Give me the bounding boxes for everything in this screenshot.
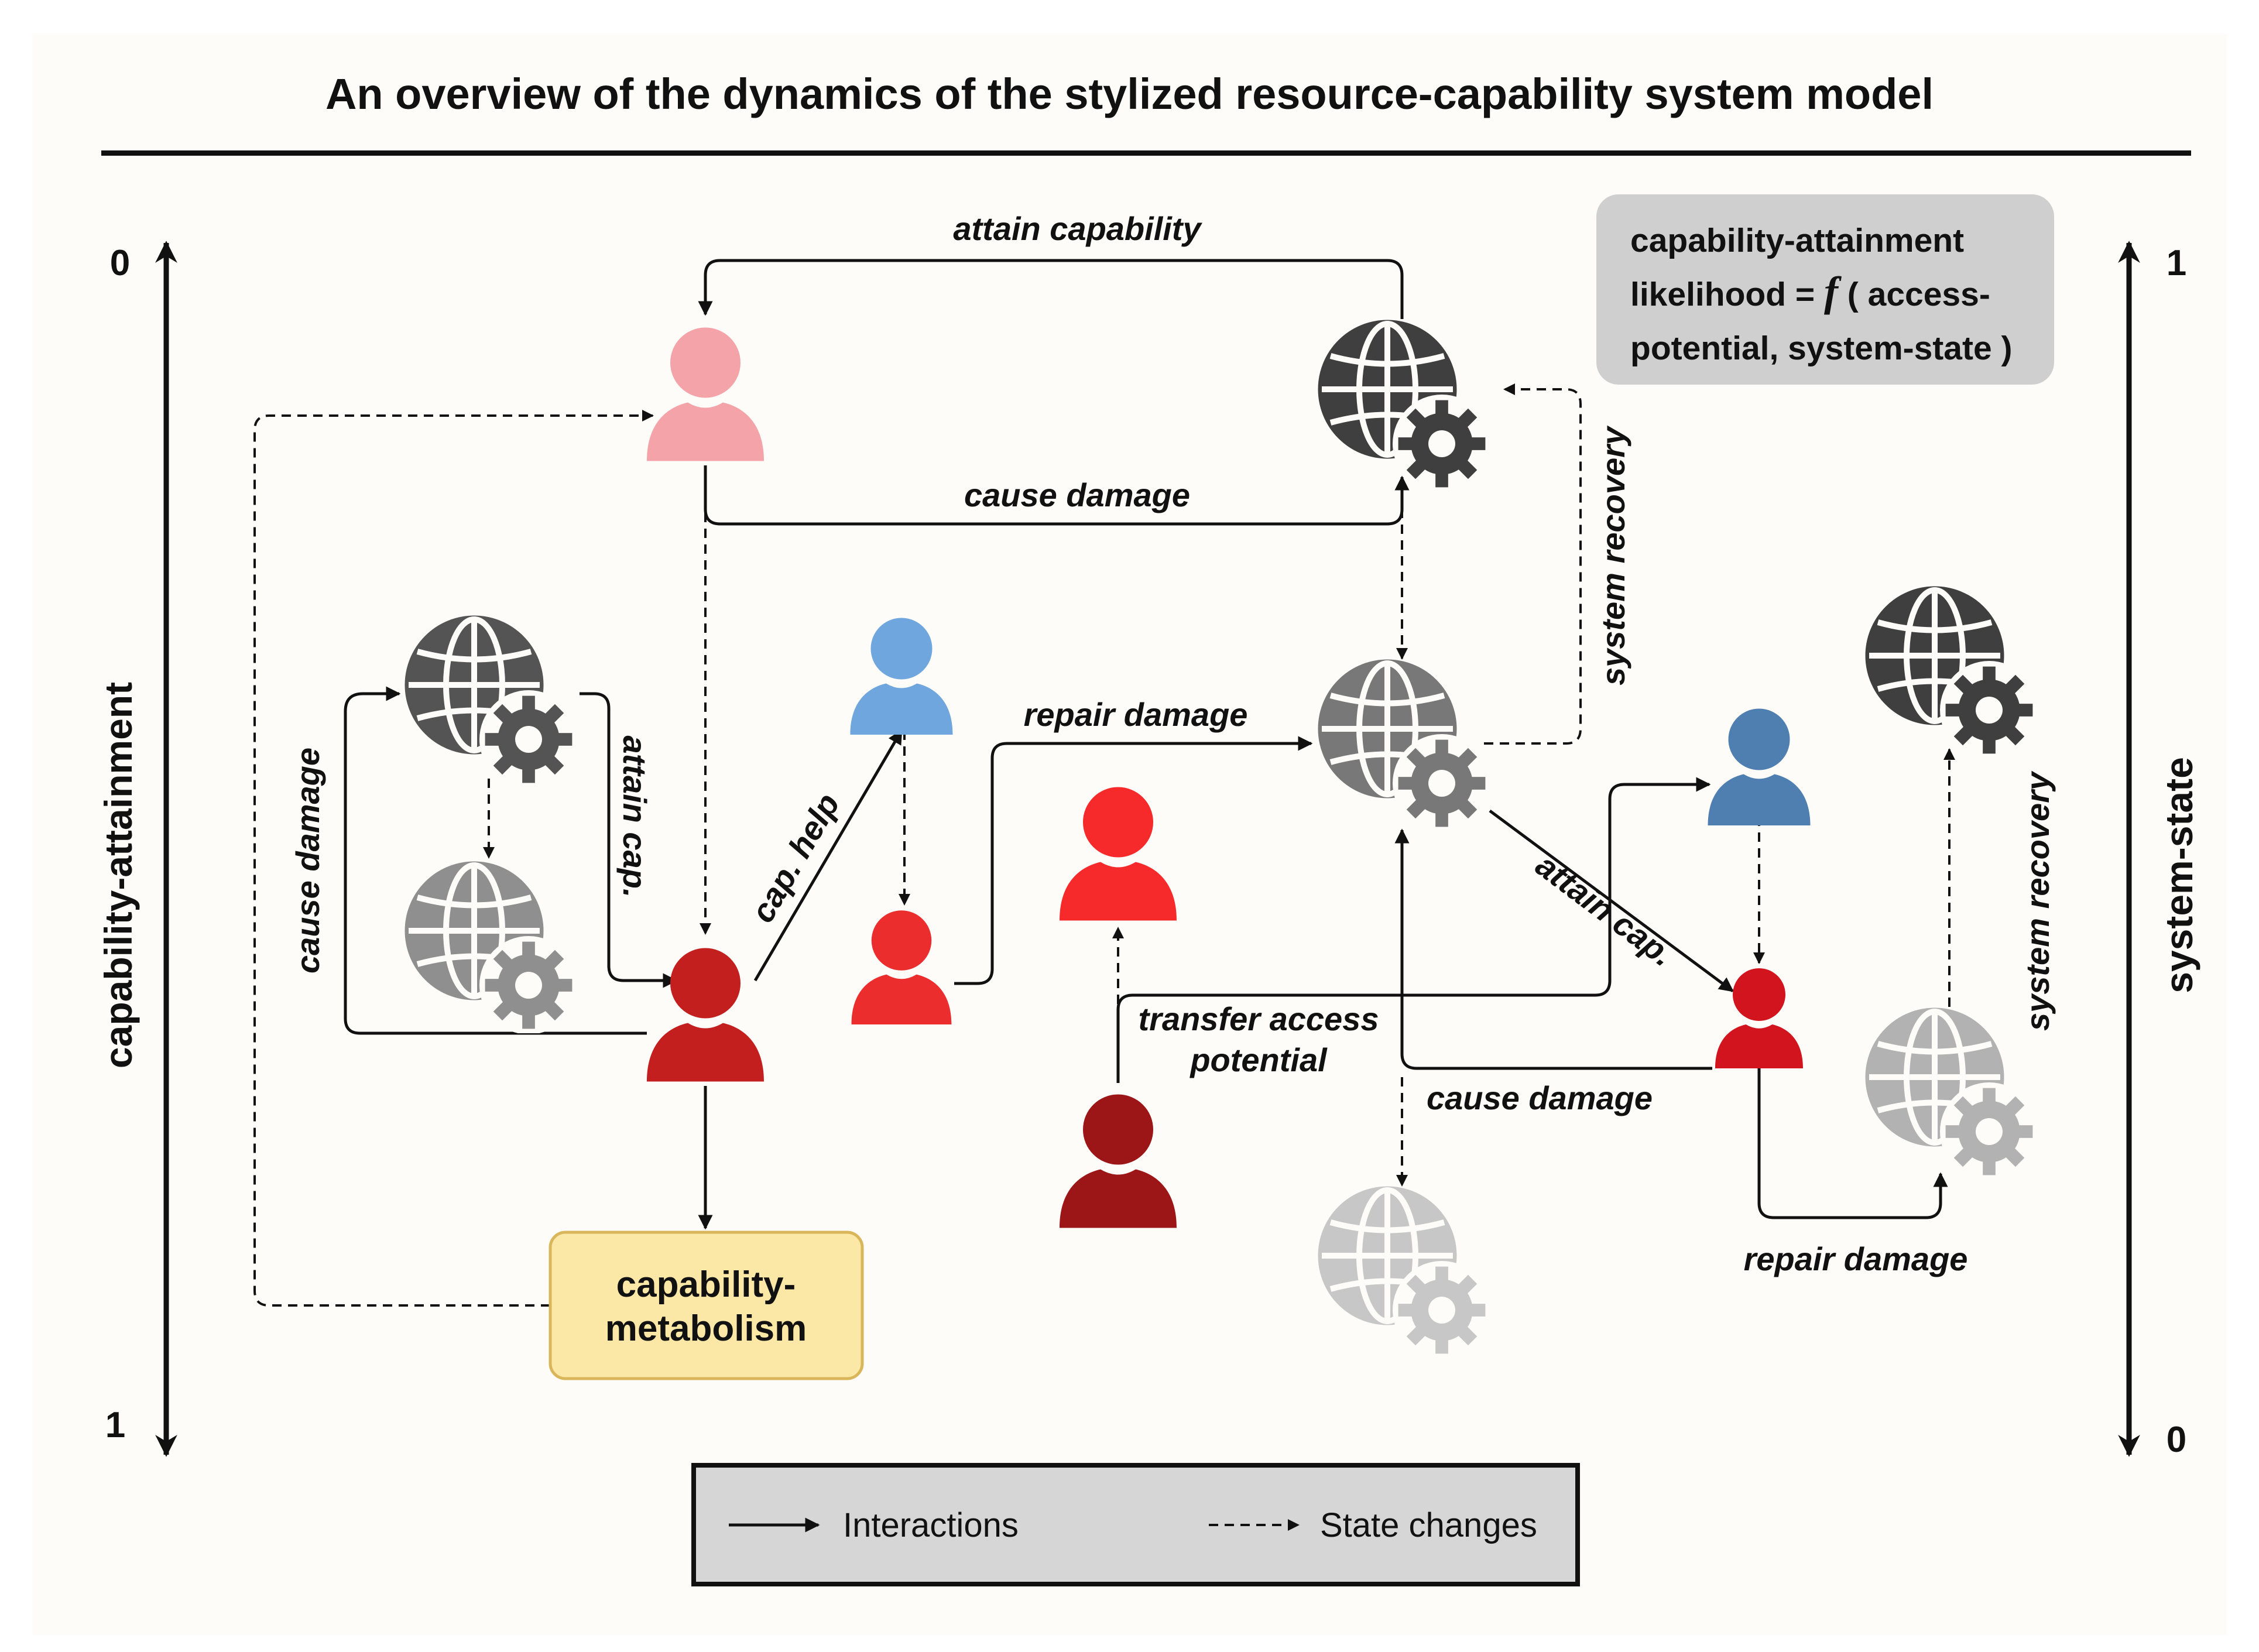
figure-title: An overview of the dynamics of the styli…: [325, 70, 1934, 118]
likelihood-line2: likelihood = f ( access-: [1630, 268, 1990, 315]
edge-cap-help: [753, 729, 903, 982]
label-system-recovery-right: system recovery: [2019, 770, 2056, 1031]
label-cause-damage-left: cause damage: [289, 748, 326, 974]
label-attain-capability: attain capability: [953, 210, 1202, 247]
system-light-left: [409, 865, 578, 1034]
label-attain-cap-left: attain cap.: [616, 736, 653, 898]
metabolism-line2: metabolism: [605, 1308, 807, 1349]
system-medium-center: [1322, 663, 1491, 832]
edge-attain-cap-right: [1489, 809, 1734, 993]
label-transfer-access-line1: transfer access: [1139, 1000, 1379, 1037]
left-axis-bottom-value: 1: [105, 1405, 125, 1445]
legend-box: [691, 1463, 1580, 1586]
edge-transfer-access: [1116, 777, 1711, 1083]
edge-system-recovery-mid: [1484, 383, 1582, 745]
edge-metabolism-feedback: [253, 410, 654, 1307]
likelihood-line3: potential, system-state ): [1630, 330, 2013, 367]
label-attain-cap-right: attain cap.: [1529, 846, 1681, 974]
label-repair-damage-mid: repair damage: [1024, 696, 1248, 733]
metabolism-line1: capability-: [616, 1264, 796, 1305]
person-light-blue: [850, 618, 953, 735]
person-crimson: [1715, 968, 1803, 1068]
right-axis-bottom-value: 0: [2167, 1420, 2186, 1460]
person-maroon: [1060, 1094, 1177, 1228]
left-axis-top-value: 0: [110, 243, 130, 283]
edge-attain-capability: [698, 259, 1404, 319]
title-underline: [101, 150, 2191, 156]
edge-repair-damage-mid: [954, 736, 1313, 985]
likelihood-line2-prefix: likelihood =: [1630, 276, 1824, 313]
likelihood-box: [1596, 194, 2054, 385]
person-steel-blue: [1708, 708, 1811, 825]
edge-cause-damage-bottom: [1394, 828, 1712, 1070]
system-darkest-top: [1322, 324, 1491, 493]
interaction-edges: [344, 259, 1948, 1230]
system-lighter-right: [1869, 1012, 2038, 1181]
label-system-recovery-mid: system recovery: [1595, 425, 1631, 686]
system-lightest-bottom: [1322, 1190, 1491, 1359]
label-cause-damage-top: cause damage: [964, 477, 1190, 513]
left-axis-label: capability-attainment: [97, 682, 140, 1068]
right-axis-top-value: 1: [2167, 243, 2186, 283]
edge-attain-cap-left: [580, 692, 678, 988]
label-transfer-access-line2: potential: [1189, 1041, 1328, 1078]
label-cap-help: cap. help: [743, 787, 846, 928]
edge-repair-damage-bottom: [1757, 1068, 1948, 1219]
likelihood-line2-suffix: ( access-: [1838, 276, 1990, 313]
label-cause-damage-bottom: cause damage: [1427, 1079, 1653, 1116]
person-dark-red: [647, 948, 764, 1082]
capability-metabolism-box: [549, 1231, 864, 1380]
right-axis-label: system-state: [2157, 757, 2200, 993]
system-dark-left: [409, 619, 578, 789]
person-bright-red: [1060, 787, 1177, 921]
legend-interactions-label: Interactions: [843, 1506, 1019, 1544]
edge-cause-damage-left: [344, 686, 647, 1035]
label-repair-damage-bottom: repair damage: [1744, 1240, 1968, 1277]
system-darkest-right: [1869, 590, 2038, 759]
person-red-small: [851, 910, 952, 1024]
legend-state-changes-label: State changes: [1320, 1506, 1537, 1544]
likelihood-line1: capability-attainment: [1630, 222, 1964, 259]
person-light-pink: [647, 327, 764, 461]
state-change-edges: [253, 383, 1955, 1307]
